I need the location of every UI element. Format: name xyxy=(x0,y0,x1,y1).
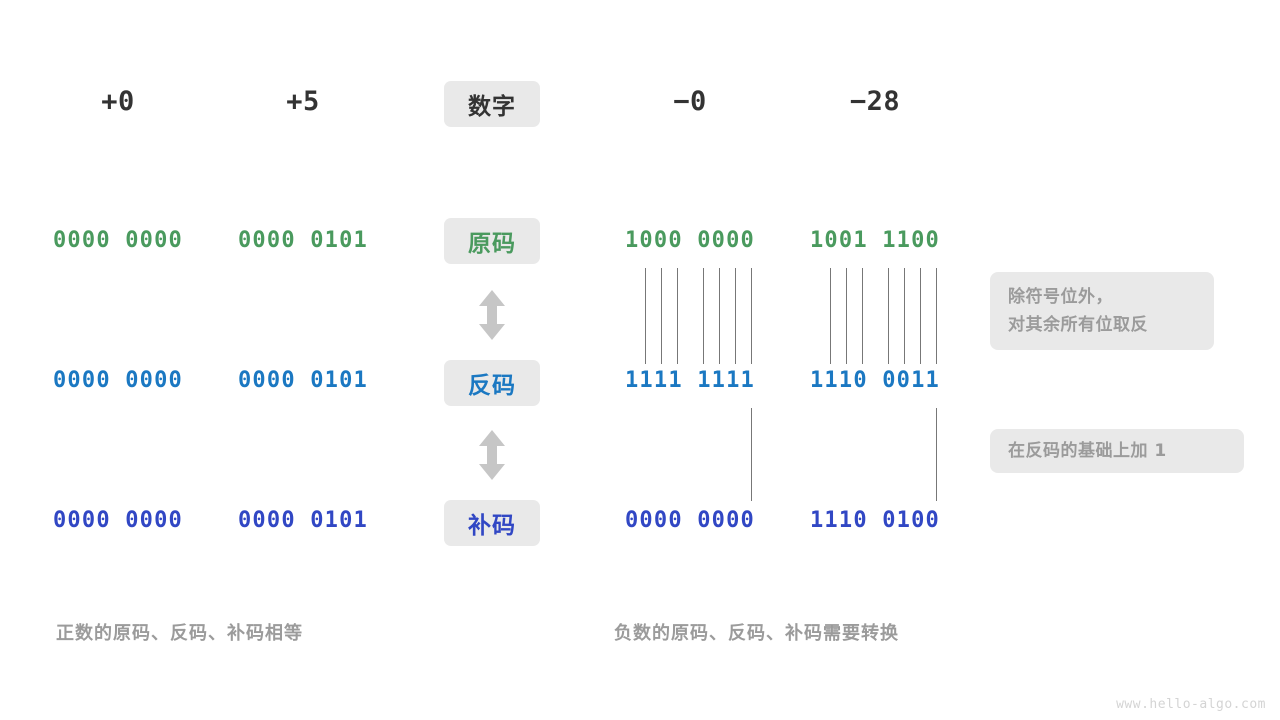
annotation-invert-bits: 除符号位外， 对其余所有位取反 xyxy=(990,272,1214,350)
connector-line xyxy=(703,268,704,364)
connector-line xyxy=(751,408,752,501)
row-label-chip-sign-magnitude: 原码 xyxy=(444,218,540,264)
sign-magnitude-plus-five-bits: 0000 0101 xyxy=(237,228,368,253)
ones-complement-plus-zero-bits: 0000 0000 xyxy=(52,368,183,393)
row-label-chip-twos-complement: 补码 xyxy=(444,500,540,546)
connector-line xyxy=(735,268,736,364)
header-value-minus-zero: −0 xyxy=(673,86,707,117)
column-header-label: 数字 xyxy=(468,94,516,120)
row-label-twos-complement: 补码 xyxy=(468,513,516,539)
annotation-invert-bits-text: 除符号位外， 对其余所有位取反 xyxy=(1008,287,1148,335)
ones-complement-minus-twentyeight-bits: 1110 0011 xyxy=(809,368,940,393)
header-value-minus-twentyeight: −28 xyxy=(849,86,901,117)
connector-line xyxy=(846,268,847,364)
sign-magnitude-minus-twentyeight-bits: 1001 1100 xyxy=(809,228,940,253)
twos-complement-plus-five-bits: 0000 0101 xyxy=(237,508,368,533)
connector-line xyxy=(920,268,921,364)
double-headed-vertical-arrow-icon-2 xyxy=(476,430,508,484)
connector-line xyxy=(904,268,905,364)
row-label-ones-complement: 反码 xyxy=(468,373,516,399)
connector-line xyxy=(862,268,863,364)
connector-line xyxy=(719,268,720,364)
twos-complement-minus-zero-bits: 0000 0000 xyxy=(624,508,755,533)
connector-line xyxy=(751,268,752,364)
row-label-sign-magnitude: 原码 xyxy=(468,231,516,257)
header-value-plus-five: +5 xyxy=(286,86,320,117)
watermark: www.hello-algo.com xyxy=(1116,697,1266,712)
ones-complement-minus-zero-bits: 1111 1111 xyxy=(624,368,755,393)
annotation-add-one: 在反码的基础上加 1 xyxy=(990,429,1244,473)
caption-positive: 正数的原码、反码、补码相等 xyxy=(56,623,303,644)
column-header-chip-number: 数字 xyxy=(444,81,540,127)
connector-line xyxy=(645,268,646,364)
connector-line xyxy=(936,268,937,364)
twos-complement-plus-zero-bits: 0000 0000 xyxy=(52,508,183,533)
caption-negative: 负数的原码、反码、补码需要转换 xyxy=(614,623,899,644)
double-headed-vertical-arrow-icon-1 xyxy=(476,290,508,344)
sign-magnitude-minus-zero-bits: 1000 0000 xyxy=(624,228,755,253)
row-label-chip-ones-complement: 反码 xyxy=(444,360,540,406)
ones-complement-plus-five-bits: 0000 0101 xyxy=(237,368,368,393)
connector-line xyxy=(677,268,678,364)
connector-line xyxy=(936,408,937,501)
connector-line xyxy=(661,268,662,364)
sign-magnitude-plus-zero-bits: 0000 0000 xyxy=(52,228,183,253)
connector-line xyxy=(888,268,889,364)
header-value-plus-zero: +0 xyxy=(101,86,135,117)
twos-complement-minus-twentyeight-bits: 1110 0100 xyxy=(809,508,940,533)
annotation-add-one-text: 在反码的基础上加 1 xyxy=(1008,441,1167,461)
connector-line xyxy=(830,268,831,364)
